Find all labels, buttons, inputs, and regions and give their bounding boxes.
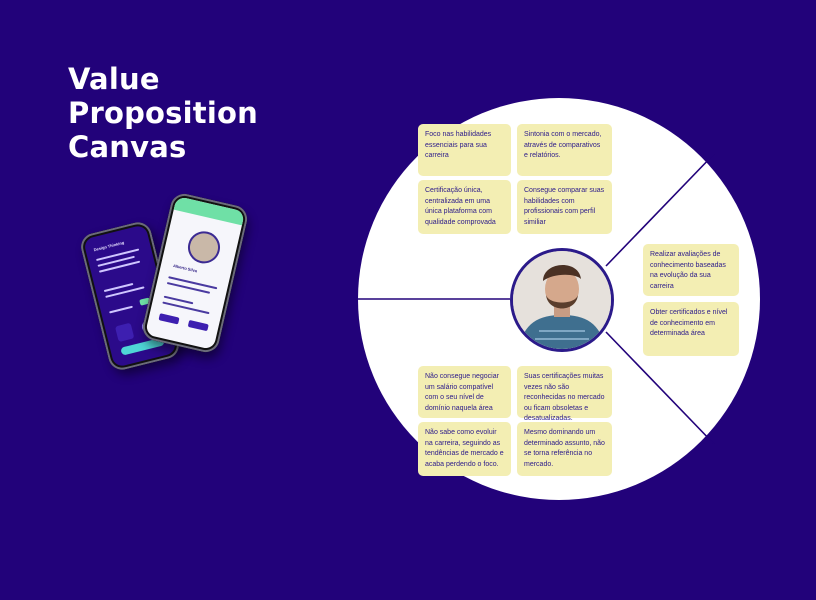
phone-front-tag [187,319,209,332]
title-line-2: Proposition [68,96,258,130]
gain-creator-note-2: Sintonia com o mercado, através de compa… [517,124,612,176]
phone-back-chart-icon [114,322,135,343]
phone-mockups: Design Thinking Alberto Silva [78,190,270,390]
customer-job-note-2: Obter certificados e nível de conhecimen… [643,302,739,356]
customer-job-note-1: Realizar avaliações de conhecimento base… [643,244,739,296]
phone-front-avatar [184,228,224,267]
phone-front-tag [158,313,180,325]
gain-creator-note-3: Certificação única, centralizada em uma … [418,180,511,234]
pain-note-3: Não sabe como evoluir na carreira, segui… [418,422,511,476]
canvas-divider-lines [358,153,715,445]
phone-back-header: Design Thinking [93,239,125,253]
pain-note-2: Suas certificações muitas vezes não são … [517,366,612,422]
phone-front: Alberto Silva [140,191,250,355]
title-line-3: Canvas [68,130,187,164]
phone-front-name: Alberto Silva [172,262,198,274]
page-title: Value Proposition Canvas [68,62,258,164]
phone-front-line [162,301,210,315]
phone-back-line [109,305,133,314]
pain-note-1: Não consegue negociar um salário compatí… [418,366,511,418]
title-line-1: Value [68,62,160,96]
customer-avatar-illustration [513,251,611,349]
gain-creator-note-4: Consegue comparar suas habilidades com p… [517,180,612,234]
gain-creator-note-1: Foco nas habilidades essenciais para sua… [418,124,511,176]
phone-front-header-bar [173,195,246,226]
phone-front-screen: Alberto Silva [144,195,246,351]
customer-avatar [510,248,614,352]
pain-note-4: Mesmo dominando um determinado assunto, … [517,422,612,476]
